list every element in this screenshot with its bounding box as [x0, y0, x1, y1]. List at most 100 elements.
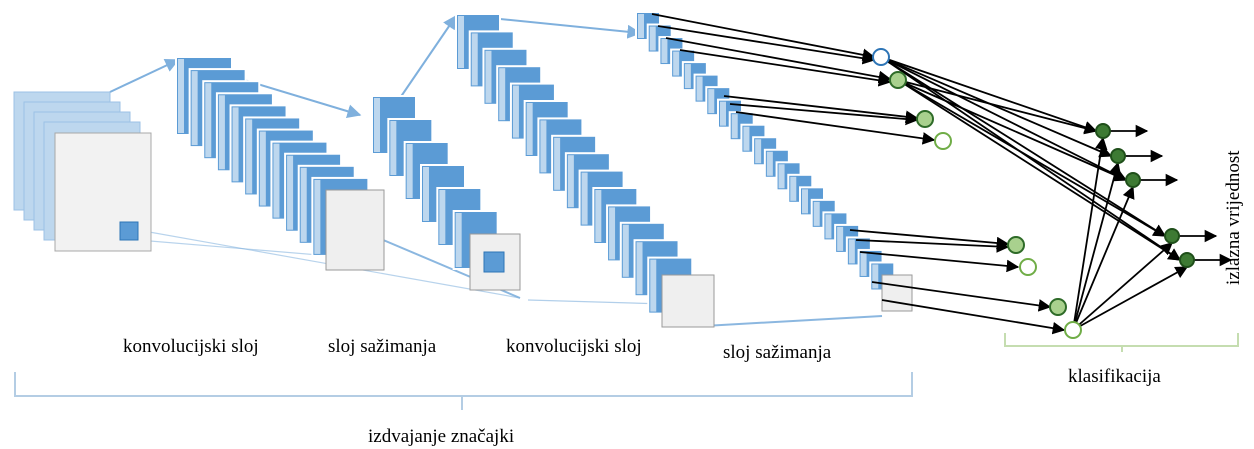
pool2-sheet-edge: [638, 14, 644, 38]
label-conv2: konvolucijski sloj: [506, 336, 642, 357]
conv1-sheet-edge: [287, 155, 294, 230]
conv2-sheet-edge: [499, 68, 506, 121]
conv1-sheet-edge: [232, 107, 239, 182]
arrow-fc-hidden: [1072, 161, 1122, 331]
conv2-sheet-edge: [567, 155, 574, 208]
pool2-sheet-edge: [848, 239, 855, 264]
projection-line: [703, 315, 883, 327]
fc-node: [1019, 258, 1037, 276]
fc-node: [889, 71, 907, 89]
pool2-sheet-edge: [766, 151, 773, 176]
label-pool1: sloj sažimanja: [328, 336, 437, 357]
feature-extraction-brace: [14, 372, 913, 410]
arrow-fc-hidden: [897, 79, 1128, 182]
label-feature-extraction: izdvajanje značajki: [368, 426, 515, 447]
conv2-sheet-edge: [622, 224, 629, 277]
conv1-sheet-edge: [259, 131, 266, 206]
arrow-fc-hidden: [1072, 242, 1173, 331]
conv2-sheet-edge: [609, 207, 616, 260]
braces: [14, 333, 1239, 410]
pool2-sheet-edge: [696, 76, 703, 101]
input-kernel-patch: [119, 221, 139, 241]
arrow-fc-hidden: [880, 56, 1128, 181]
output-node: [1179, 252, 1195, 268]
conv2-sheet-edge: [636, 242, 643, 295]
arrow-pool1-conv2: [399, 14, 457, 99]
pool2-sheet-edge: [720, 101, 726, 126]
conv1-sheet-edge: [205, 83, 212, 158]
arrow-fc-hidden: [897, 79, 1182, 261]
output-node: [1110, 148, 1126, 164]
conv2-sheet-edge: [650, 259, 657, 312]
arrow-pool2-fc: [881, 299, 1066, 335]
arrow-fc-hidden: [880, 56, 1167, 237]
arrow-fc-hidden: [880, 56, 1098, 134]
pool1-sheet-edge: [439, 190, 446, 244]
pool2-sheet-edge: [802, 189, 808, 214]
conv2-feature-maps: [455, 13, 715, 328]
fully-connected-section: [651, 13, 1233, 339]
pool2-sheet-edge: [673, 51, 680, 76]
arrow-pool2-fc: [871, 281, 1052, 312]
pool2-feature-maps: [635, 11, 913, 312]
output-node: [1095, 123, 1111, 139]
conv2-sheet-edge: [554, 137, 561, 190]
conv1-sheet: [325, 189, 385, 271]
pool1-sheet-edge: [423, 167, 429, 221]
arrow-pool2-fc: [665, 37, 892, 84]
conv1-sheet-edge: [300, 167, 307, 242]
output-node: [1125, 172, 1141, 188]
fc-node: [1064, 321, 1082, 339]
conv1-sheet-edge: [191, 71, 198, 146]
pool2-sheet-edge: [661, 39, 668, 64]
arrow-pool2-fc: [679, 49, 892, 87]
pool2-sheet-edge: [837, 226, 844, 251]
pool2-sheet-edge: [825, 214, 832, 239]
pool2-sheet-edge: [755, 139, 762, 164]
arrow-pool2-fc: [729, 103, 919, 126]
arrow-fc-hidden: [897, 79, 1098, 135]
label-classification: klasifikacija: [1068, 366, 1161, 387]
label-conv1: konvolucijski sloj: [123, 336, 259, 357]
conv2-sheet-edge: [471, 33, 478, 86]
arrow-fc-hidden: [1072, 266, 1189, 331]
conv2-sheet-edge: [540, 120, 547, 173]
conv2-sheet-edge: [512, 85, 519, 138]
input-image-stack: [13, 91, 152, 252]
conv1-feature-maps: [175, 56, 385, 271]
conv2-sheet-edge: [595, 190, 602, 242]
conv1-sheet-edge: [218, 95, 225, 170]
pool1-sheet-edge: [390, 121, 397, 175]
pool1-sheet-edge: [406, 144, 413, 198]
conv2-sheet-edge: [458, 16, 464, 68]
arrow-input-conv1: [109, 59, 180, 93]
arrow-fc-hidden: [897, 79, 1167, 237]
arrow-pool2-fc: [859, 251, 1020, 273]
fc-node: [934, 132, 952, 150]
pool2-sheet-edge: [649, 26, 656, 51]
conv2-sheet-edge: [581, 172, 588, 225]
fc-node: [872, 48, 890, 66]
arrow-pool2-fc: [735, 111, 936, 145]
label-pool2: sloj sažimanja: [723, 342, 832, 363]
label-output-value: izlazna vrijednost: [1223, 150, 1244, 285]
arrow-fc-hidden: [1072, 185, 1135, 331]
fc-node: [1007, 236, 1025, 254]
pool1-sheet-edge: [455, 213, 462, 267]
pool2-sheet-edge: [813, 201, 820, 226]
pool2-sheet-edge: [708, 89, 715, 114]
arrow-pool2-fc: [855, 239, 1010, 253]
arrow-fc-hidden: [880, 56, 1113, 158]
arrow-pool2-fc: [657, 25, 876, 65]
arrow-pool2-fc: [723, 95, 919, 123]
pool2-sheet-edge: [860, 251, 867, 276]
arrow-fc-hidden: [1072, 136, 1108, 331]
output-node: [1164, 228, 1180, 244]
arrow-pool2-fc: [651, 13, 876, 62]
pool2-sheet: [881, 274, 913, 312]
pool1-sheet-edge: [374, 98, 380, 152]
pool2-sheet-edge: [743, 126, 750, 151]
arrow-pool2-fc: [849, 229, 1010, 250]
classification-brace: [1004, 333, 1239, 352]
